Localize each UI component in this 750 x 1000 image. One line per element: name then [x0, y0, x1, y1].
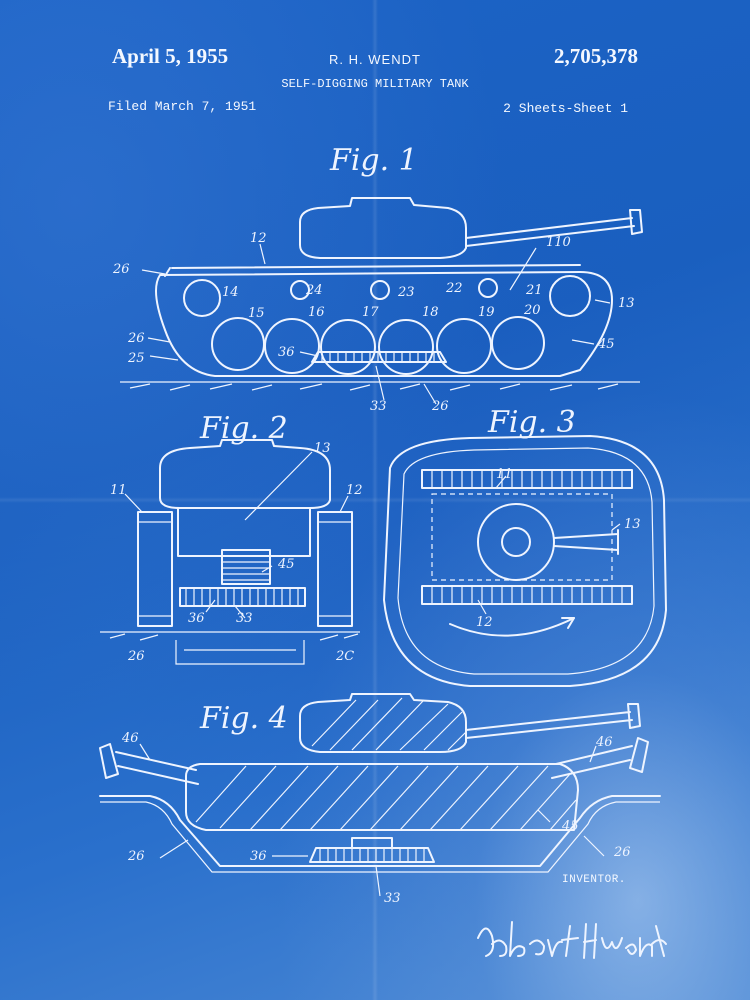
figure-4-label: Fig. 4	[199, 701, 288, 736]
ref-12: 12	[476, 615, 493, 630]
inventor-label: INVENTOR.	[562, 874, 626, 886]
filing-date: Filed March 7, 1951	[108, 99, 257, 114]
inventor-name: R. H. WENDT	[329, 52, 421, 67]
ref-45: 45	[561, 819, 579, 834]
ref-33: 33	[236, 611, 253, 626]
ref-26: 26	[112, 262, 130, 277]
ref-26-lower: 26	[127, 331, 145, 346]
ref-46-left: 46	[121, 731, 139, 746]
ref-2c: 2C	[335, 649, 354, 664]
ref-24: 24	[305, 283, 323, 298]
ref-23: 23	[397, 285, 415, 300]
ref-33: 33	[370, 399, 387, 414]
ref-110: 110	[546, 235, 571, 250]
ref-45: 45	[597, 337, 615, 352]
ref-20: 20	[523, 303, 541, 318]
patent-title: SELF-DIGGING MILITARY TANK	[281, 77, 469, 91]
ref-45: 45	[277, 557, 295, 572]
figure-1: Fig. 1	[112, 143, 643, 414]
ref-26-ground: 26	[431, 399, 449, 414]
ref-15: 15	[248, 306, 265, 321]
ref-12: 12	[250, 231, 267, 246]
patent-date: April 5, 1955	[112, 44, 229, 68]
ref-36: 36	[188, 611, 205, 626]
ref-17: 17	[362, 305, 379, 320]
figure-3-label: Fig. 3	[487, 405, 576, 440]
ref-46-right: 46	[595, 735, 613, 750]
ref-26: 26	[127, 649, 145, 664]
ref-11: 11	[496, 467, 513, 482]
ref-13: 13	[624, 517, 641, 532]
sheet-count: 2 Sheets-Sheet 1	[503, 101, 628, 116]
ref-22: 22	[445, 281, 463, 296]
figure-4: Fig. 4 46 46 45 36 26	[99, 693, 661, 906]
figure-3: Fig. 3 11 13 12	[383, 405, 667, 687]
ref-19: 19	[478, 305, 495, 320]
ref-13: 13	[618, 296, 635, 311]
ref-14: 14	[222, 285, 239, 300]
ref-13: 13	[314, 441, 331, 456]
ref-36: 36	[250, 849, 267, 864]
ref-25: 25	[127, 351, 145, 366]
ref-18: 18	[422, 305, 439, 320]
ref-26-left: 26	[127, 849, 145, 864]
inventor-signature	[477, 921, 667, 959]
ref-16: 16	[308, 305, 325, 320]
ref-12: 12	[346, 483, 363, 498]
ref-11: 11	[110, 483, 127, 498]
ref-26-right: 26	[613, 845, 631, 860]
figure-2: Fig. 2 13 11 12 45 36 33 26	[100, 411, 363, 665]
figure-1-label: Fig. 1	[329, 143, 418, 178]
patent-number: 2,705,378	[554, 44, 638, 68]
ref-36: 36	[278, 345, 295, 360]
ref-33: 33	[384, 891, 401, 906]
ref-21: 21	[525, 283, 543, 298]
